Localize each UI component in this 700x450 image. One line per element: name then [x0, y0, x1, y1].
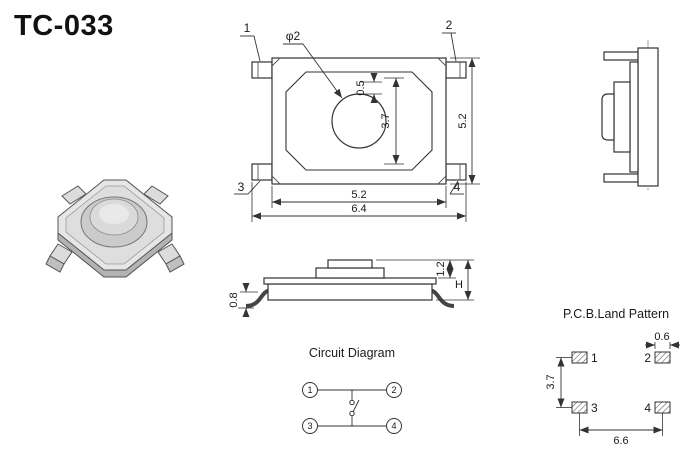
cover-front	[263, 277, 437, 285]
land-pattern-label: P.C.B.Land Pattern	[563, 307, 669, 321]
lead-edge	[603, 173, 639, 183]
leader-line	[247, 180, 261, 195]
actuator-dome	[601, 93, 615, 141]
land-pad	[654, 351, 671, 364]
lead-edge	[603, 51, 639, 61]
circuit-diagram: Circuit Diagram 1 2 3 4	[302, 346, 402, 434]
body-profile	[637, 47, 659, 187]
pin-pad	[251, 163, 273, 181]
circuit-pin2-label: 2	[391, 385, 396, 395]
side-view	[601, 40, 659, 192]
dim-col-pitch: 6.6	[613, 435, 628, 447]
switch-3d-illustration	[45, 179, 185, 278]
actuator-lower-step	[315, 267, 385, 279]
lead-foot	[45, 255, 65, 273]
corner-chamfer	[271, 57, 281, 67]
dim-pad-width: 0.6	[654, 331, 669, 343]
actuator-upper-step	[327, 259, 373, 269]
pad1-label: 1	[591, 351, 598, 365]
top-view: 1 2 3 4 φ2 0.5 3.7 5.2	[234, 18, 480, 222]
switch-contact	[349, 399, 355, 406]
dim-row-pitch: 3.7	[545, 374, 557, 389]
cover-profile	[629, 61, 639, 173]
cover-octagon	[285, 71, 433, 171]
circuit-pin	[386, 382, 402, 398]
dim-inner-offset: 0.5	[355, 80, 367, 95]
front-view: 1.2 H 0.8	[228, 259, 474, 317]
leader-line	[253, 35, 261, 62]
pin-pad	[445, 61, 467, 79]
leader-line	[302, 43, 343, 99]
button-diameter-callout: φ2	[286, 29, 301, 43]
switch-contact	[349, 410, 355, 417]
actuator-step	[613, 81, 631, 153]
pin3-callout: 3	[238, 180, 245, 194]
pad3-label: 3	[591, 401, 598, 415]
body-front	[267, 283, 433, 301]
dim-actuator-height: 1.2	[435, 261, 447, 276]
pin-pad	[251, 61, 273, 79]
part-number-title: TC-033	[14, 10, 114, 42]
circuit-pin1-label: 1	[307, 385, 312, 395]
corner-chamfer	[437, 175, 447, 185]
leader-line	[450, 32, 457, 62]
dim-lead-height: 0.8	[228, 292, 240, 307]
corner-chamfer	[437, 57, 447, 67]
land-pad	[571, 351, 588, 364]
pin2-callout: 2	[446, 18, 453, 32]
pcb-land-pattern: P.C.B.Land Pattern 1 2 3 4 3.7 6.6 0.6	[545, 307, 680, 447]
actuator-circle	[331, 93, 387, 149]
dim-overall-height: H	[455, 279, 463, 291]
circuit-pin4-label: 4	[391, 421, 396, 431]
dim-overall-width: 6.4	[351, 203, 366, 215]
pin1-callout: 1	[244, 21, 251, 35]
land-pad	[571, 401, 588, 414]
pad4-label: 4	[644, 401, 651, 415]
pin-pad	[445, 163, 467, 181]
pin4-callout: 4	[454, 180, 461, 194]
circuit-pin3-label: 3	[307, 421, 312, 431]
dim-contact-pitch: 3.7	[380, 113, 392, 128]
circuit-pin	[302, 382, 318, 398]
button-highlight	[99, 204, 129, 224]
lead-tab	[143, 185, 169, 205]
circuit-pin	[386, 418, 402, 434]
corner-chamfer	[271, 175, 281, 185]
circuit-pin	[302, 418, 318, 434]
dim-body-height: 5.2	[457, 113, 469, 128]
circuit-diagram-label: Circuit Diagram	[309, 346, 395, 360]
leader-line	[449, 180, 459, 195]
pad2-label: 2	[644, 351, 651, 365]
land-pad	[654, 401, 671, 414]
switch-arm	[352, 399, 360, 413]
lead-foot	[165, 255, 185, 273]
dim-body-width: 5.2	[351, 189, 366, 201]
